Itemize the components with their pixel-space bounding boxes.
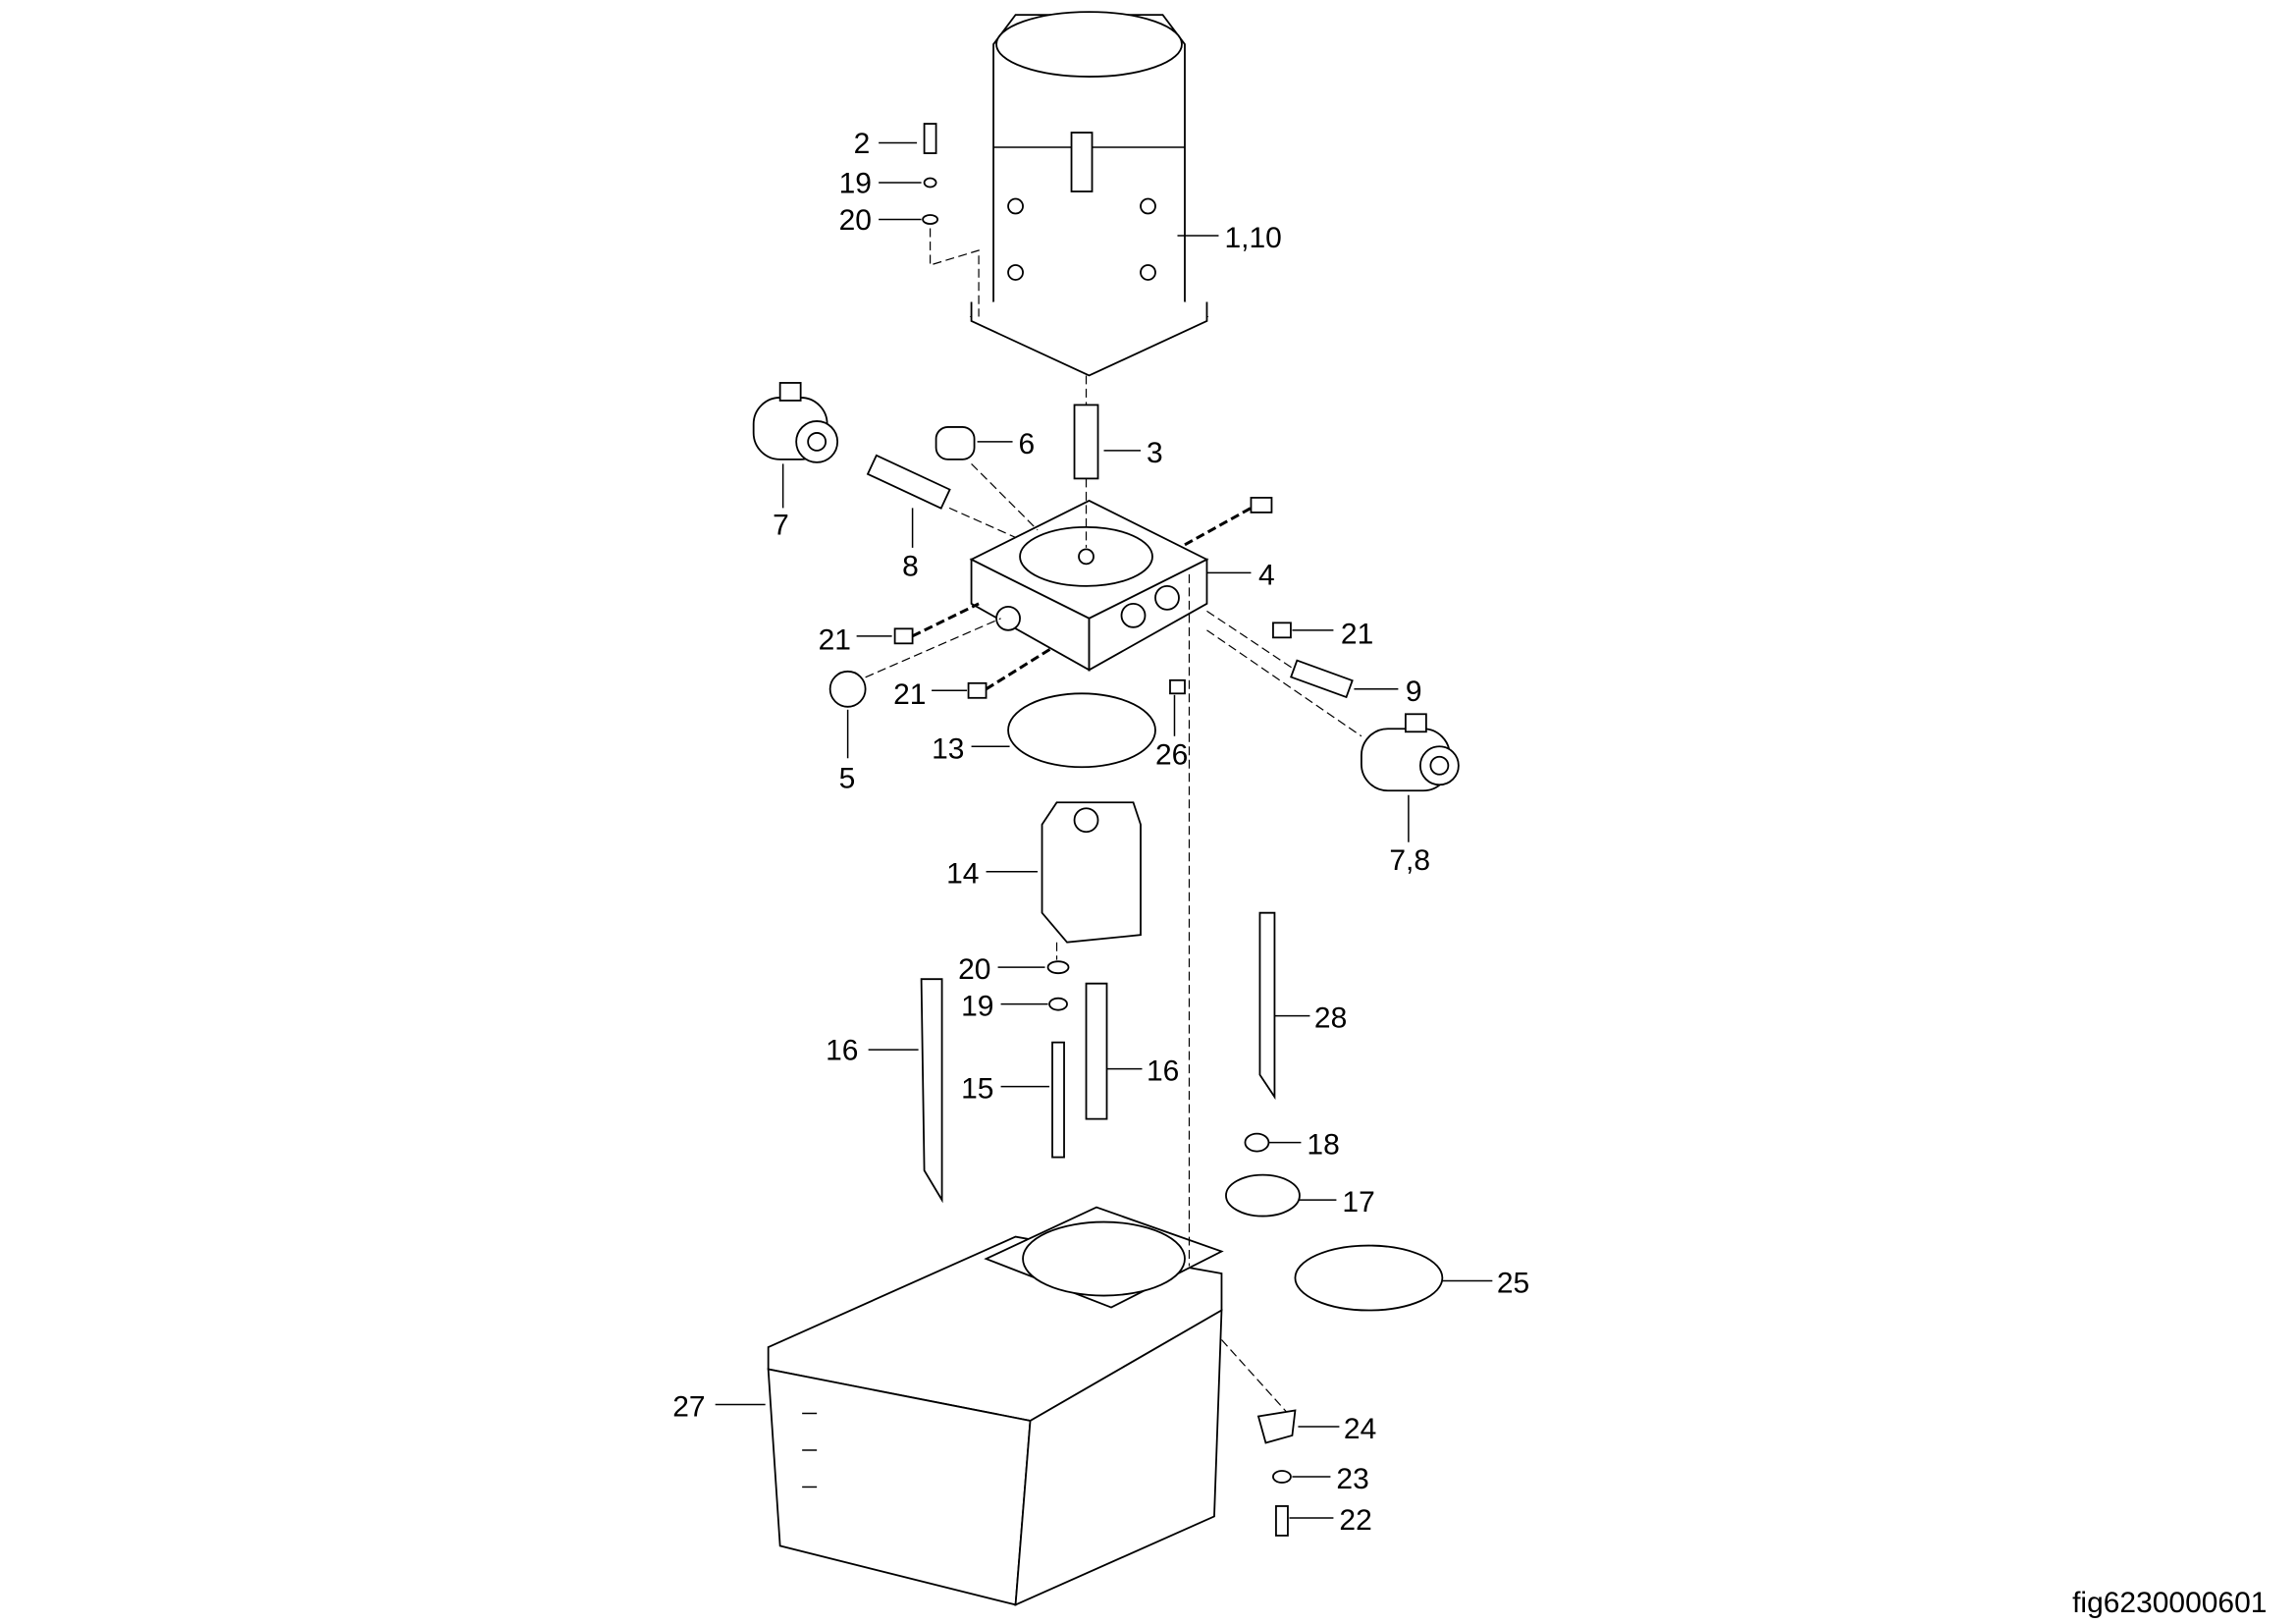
- callout-20: 20: [958, 953, 990, 986]
- valve-cartridge-part: [866, 454, 951, 510]
- callout-3: 3: [1147, 437, 1163, 469]
- callout-28: 28: [1314, 1002, 1347, 1035]
- callout-23: 23: [1336, 1463, 1368, 1495]
- lock-washer-part: [1048, 997, 1068, 1011]
- reservoir-tank-part: [767, 1206, 1224, 1606]
- callout-2: 2: [854, 128, 871, 160]
- callout-17: 17: [1342, 1186, 1374, 1218]
- suction-tube-part: [920, 978, 943, 1204]
- callout-16: 16: [1147, 1056, 1179, 1088]
- coupling-part: [1073, 404, 1099, 480]
- callout-27: 27: [672, 1390, 705, 1423]
- callout-6: 6: [1019, 428, 1036, 460]
- washer-part: [1046, 960, 1070, 975]
- hose-clamp-part: [1294, 1244, 1444, 1312]
- leader-lines: [715, 141, 1493, 1519]
- washer-part: [922, 214, 938, 225]
- o-ring-part: [1007, 692, 1156, 769]
- solenoid-coil-part: [1361, 713, 1460, 792]
- lock-washer-part: [1272, 1470, 1292, 1484]
- plug-part: [828, 670, 867, 708]
- callout-20: 20: [839, 204, 872, 237]
- callout-5: 5: [839, 762, 856, 794]
- callout-19: 19: [961, 991, 993, 1023]
- callout-labels: 2 19 20 1,10 6 3 7 8 4 21 21 21 9 13 26 …: [672, 128, 1529, 1537]
- callout-21: 21: [819, 623, 851, 656]
- wing-nut-part: [1256, 1409, 1297, 1444]
- callout-24: 24: [1344, 1413, 1376, 1445]
- callout-1-10: 1,10: [1224, 222, 1281, 254]
- plug-part: [967, 681, 988, 699]
- plug-part: [1250, 496, 1273, 514]
- pump-part: [1041, 801, 1142, 944]
- callout-13: 13: [932, 732, 964, 765]
- callout-8: 8: [902, 550, 919, 582]
- filler-cap-part: [1225, 1173, 1301, 1218]
- callout-18: 18: [1307, 1129, 1339, 1162]
- callout-19: 19: [839, 168, 872, 200]
- valve-block-part: [969, 499, 1209, 672]
- plug-part: [1272, 622, 1292, 639]
- callout-7: 7: [773, 509, 789, 541]
- callout-26: 26: [1155, 738, 1188, 771]
- screw-part: [1275, 1505, 1289, 1537]
- plug-part: [934, 426, 976, 460]
- valve-cartridge-part: [1290, 659, 1354, 699]
- callout-16: 16: [826, 1035, 858, 1067]
- lock-washer-part: [923, 177, 937, 189]
- callout-9: 9: [1406, 676, 1422, 708]
- callout-21: 21: [1341, 618, 1373, 650]
- parts-artwork: [752, 11, 1460, 1606]
- cap-part: [1244, 1132, 1270, 1153]
- solenoid-coil-part: [752, 382, 839, 463]
- screw-part: [923, 123, 937, 154]
- callout-7-8: 7,8: [1389, 844, 1430, 877]
- callout-21: 21: [893, 678, 926, 711]
- callout-22: 22: [1339, 1504, 1371, 1537]
- motor-part: [969, 11, 1209, 377]
- return-tube-part: [1085, 982, 1108, 1120]
- plug-part: [893, 627, 914, 645]
- screw-part: [1051, 1041, 1065, 1159]
- callout-25: 25: [1497, 1268, 1529, 1300]
- callout-14: 14: [946, 858, 979, 891]
- callout-4: 4: [1258, 559, 1275, 591]
- callout-15: 15: [961, 1073, 993, 1106]
- tube-part: [1258, 911, 1276, 1101]
- figure-id: fig6230000601: [2072, 1587, 2267, 1619]
- plug-part: [1169, 678, 1186, 695]
